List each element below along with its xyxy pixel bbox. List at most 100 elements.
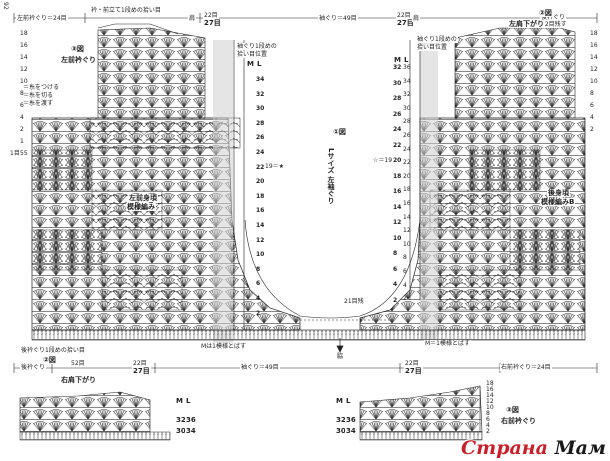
shoulder-count-m: 22目 xyxy=(203,12,219,19)
fig3-bottom-label: ③図 xyxy=(505,406,520,414)
row-number-l: 16 xyxy=(256,207,265,215)
left-front-pattern-title: 左前身頃 xyxy=(128,194,158,202)
row-number: 16 xyxy=(590,42,598,49)
bottom-right-size-l: L xyxy=(345,397,352,405)
bottom-right-row-m-1: 32 xyxy=(335,416,347,424)
row-number-m: 14 xyxy=(393,203,402,211)
m-note-left: Mは1模様とばす xyxy=(200,343,247,350)
shaded-stitch-band-right xyxy=(420,40,438,340)
row-number-l: 20 xyxy=(256,178,265,186)
sleeve-pickup-left-1: 袖ぐり1段めの xyxy=(236,43,278,50)
row-number: 14 xyxy=(486,392,494,399)
row-number-l: 28 xyxy=(256,119,265,127)
bottom-right-front-neck: 右前衿ぐり＝24目 xyxy=(500,364,552,371)
body-bottom-row xyxy=(31,329,586,341)
row-number-l: 20 xyxy=(403,172,411,180)
row-number-l: 8 xyxy=(403,254,407,262)
left-armhole-chain-column xyxy=(233,40,245,330)
row-number: 55 xyxy=(20,150,28,157)
row-number: 2 xyxy=(590,126,594,133)
row-number-m: 24 xyxy=(393,126,402,133)
neck-pickup-note: 衿・前立て1段めの拾い目 xyxy=(90,7,162,14)
row-number-l: 26 xyxy=(403,132,411,139)
bottom-sleeve-hole: 袖ぐり＝49目 xyxy=(240,364,280,371)
fig3-bottom-caption: 右前衿ぐり xyxy=(500,417,537,425)
row-number-m: 6 xyxy=(393,265,398,273)
row-number-l: 18 xyxy=(403,186,411,194)
sleeve-pickup-right-1: 袖ぐり1段めの xyxy=(416,36,458,43)
right-back-body-chart xyxy=(359,117,586,331)
star-marker-left: 19＝★ xyxy=(264,163,286,170)
size-header-m-left: M xyxy=(246,60,255,68)
bottom-pickup-note: 後衿ぐり1段めの拾い目 xyxy=(20,347,86,354)
left-front-pattern-stitch: 模様編み xyxy=(126,203,156,211)
row-number-m: 2 xyxy=(393,296,398,304)
row-number: 2 xyxy=(486,428,490,435)
row-number-l: 14 xyxy=(256,222,265,229)
right-armhole-chain-column xyxy=(409,40,421,300)
legend-carry-yarn: ＝糸を渡す xyxy=(22,100,55,107)
front-neck-measure: 左前衿ぐり＝24目 xyxy=(16,15,68,22)
shoulder-count-m-right: 22目 xyxy=(396,12,412,19)
shaded-stitch-band-left xyxy=(213,40,233,345)
row-number: 10 xyxy=(486,404,494,411)
left-side-marker: 1目 xyxy=(9,150,21,157)
bottom-right-row-l-1: 36 xyxy=(345,416,357,424)
row-number-l: 28 xyxy=(403,118,411,126)
row-number-l: 18 xyxy=(256,192,265,200)
row-number-l: 34 xyxy=(256,76,265,83)
row-number-l: 30 xyxy=(256,105,265,113)
fig1-label: ①図 xyxy=(332,128,347,136)
bottom-back-neck-label: 後衿ぐり xyxy=(20,364,47,371)
row-number-l: 2 xyxy=(256,309,261,317)
fig2-bottom-label: ②図 xyxy=(42,356,57,364)
row-number-m: 12 xyxy=(393,219,402,226)
row-number: 16 xyxy=(20,42,28,49)
row-number-l: 22 xyxy=(256,163,265,171)
fig2-bottom-caption: 右肩下がり xyxy=(60,376,97,384)
row-number-l: 22 xyxy=(403,159,411,167)
row-number-l: 36 xyxy=(403,64,411,71)
bottom-right-row-l-2: 34 xyxy=(345,427,357,435)
bottom-right-row-m-2: 30 xyxy=(335,427,347,435)
back-pattern-stitch: 模様編みB xyxy=(540,198,576,206)
bottom-left-row-l-2: 34 xyxy=(185,427,197,435)
row-number: 4 xyxy=(486,422,490,429)
row-number: 8 xyxy=(486,410,490,417)
row-number: 18 xyxy=(20,30,28,37)
fig2-top-caption: 左肩下がり xyxy=(508,20,545,28)
sleeve-pickup-left-2: 拾い目位置 xyxy=(236,51,269,58)
row-number-l: 6 xyxy=(256,280,261,288)
row-number: 18 xyxy=(590,30,598,37)
row-number-m: 32 xyxy=(393,64,402,71)
fig2-top-label: ②図 xyxy=(538,9,553,17)
shoulder-label: 肩 xyxy=(188,15,197,22)
bottom-right-size-m: M xyxy=(335,397,344,405)
row-number-m: 4 xyxy=(393,281,398,288)
row-number: 4 xyxy=(20,114,24,121)
row-number: 8 xyxy=(590,90,594,97)
bottom-right-neck-chart xyxy=(359,385,483,441)
row-number: 12 xyxy=(590,66,598,73)
row-number-m: 22 xyxy=(393,141,402,149)
row-number: 2 xyxy=(20,126,24,133)
back-neck-label: 後衿ぐり xyxy=(540,14,567,21)
row-number-m: 18 xyxy=(393,172,402,180)
row-number-l: 4 xyxy=(256,295,261,302)
bottom-left-row-m-1: 32 xyxy=(175,416,187,424)
bottom-shoulder-l: 27目 xyxy=(132,367,151,375)
row-number: 14 xyxy=(590,54,598,61)
fig3-top-caption: 左前衿ぐり xyxy=(60,56,97,64)
bottom-left-row-l-1: 36 xyxy=(185,416,197,424)
row-number: 6 xyxy=(590,102,594,109)
row-number: 8 xyxy=(20,90,24,97)
row-number-l: 24 xyxy=(256,149,265,156)
row-number: 4 xyxy=(590,114,594,121)
row-number-l: 30 xyxy=(403,104,411,112)
row-number-l: 12 xyxy=(256,236,265,244)
row-number: 10 xyxy=(590,78,598,85)
row-number-l: 2 xyxy=(403,295,407,303)
bottom-shoulder-l-right: 27目 xyxy=(404,367,423,375)
row-number-m: 16 xyxy=(393,188,402,195)
